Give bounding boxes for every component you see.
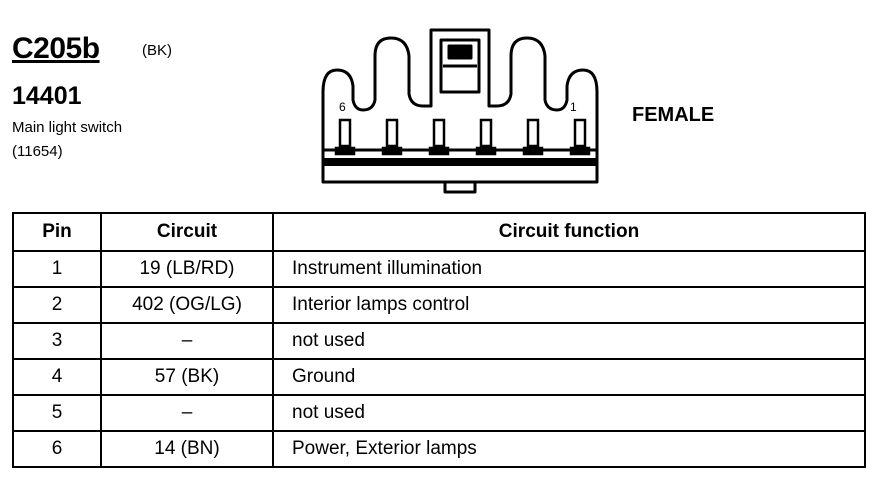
table-header-row: Pin Circuit Circuit function [12,212,866,252]
keyway [443,180,477,194]
cell-circuit: 14 (BN) [100,430,274,468]
table-row: 1 19 (LB/RD) Instrument illumination [12,250,866,288]
cell-function: not used [272,394,866,432]
pin-cavity-6 [338,118,352,148]
latch-frame [439,38,481,94]
latch-tab [447,44,473,60]
terminal-notch-3 [475,146,497,156]
connector-gender: FEMALE [632,104,715,126]
connector-id: C205b [12,32,100,65]
cell-function: Interior lamps control [272,286,866,324]
pin-cavity-5 [385,118,399,148]
pinout-table: Pin Circuit Circuit function 1 19 (LB/RD… [12,212,866,468]
cell-pin: 3 [12,322,102,360]
cell-circuit: 57 (BK) [100,358,274,396]
pin-label-1: 1 [570,100,577,114]
table-row: 5 – not used [12,394,866,432]
part-number: 14401 [12,82,82,110]
cell-pin: 6 [12,430,102,468]
connector-color: (BK) [142,42,172,59]
connector-housing-outline [321,28,599,184]
cell-function: Ground [272,358,866,396]
pin-cavity-4 [432,118,446,148]
cell-circuit: – [100,322,274,360]
cell-pin: 5 [12,394,102,432]
terminal-notch-2 [522,146,544,156]
terminal-notch-1 [569,146,591,156]
column-header-function: Circuit function [272,212,866,252]
cell-function: not used [272,322,866,360]
table-row: 4 57 (BK) Ground [12,358,866,396]
pin-label-6: 6 [339,100,346,114]
cell-pin: 1 [12,250,102,288]
cell-circuit: – [100,394,274,432]
table-row: 6 14 (BN) Power, Exterior lamps [12,430,866,468]
pin-cavity-1 [573,118,587,148]
pin-cavity-3 [479,118,493,148]
cell-circuit: 402 (OG/LG) [100,286,274,324]
component-name: Main light switch [12,119,123,136]
terminal-notch-4 [428,146,450,156]
cell-pin: 2 [12,286,102,324]
column-header-pin: Pin [12,212,102,252]
pin-cavity-2 [526,118,540,148]
cell-pin: 4 [12,358,102,396]
cell-function: Power, Exterior lamps [272,430,866,468]
connector-face-diagram [321,28,599,194]
terminal-notch-5 [381,146,403,156]
column-header-circuit: Circuit [100,212,274,252]
table-row: 2 402 (OG/LG) Interior lamps control [12,286,866,324]
cell-function: Instrument illumination [272,250,866,288]
cell-circuit: 19 (LB/RD) [100,250,274,288]
terminal-notch-6 [334,146,356,156]
terminal-strip [323,158,597,166]
component-ref: (11654) [12,143,63,160]
table-row: 3 – not used [12,322,866,360]
